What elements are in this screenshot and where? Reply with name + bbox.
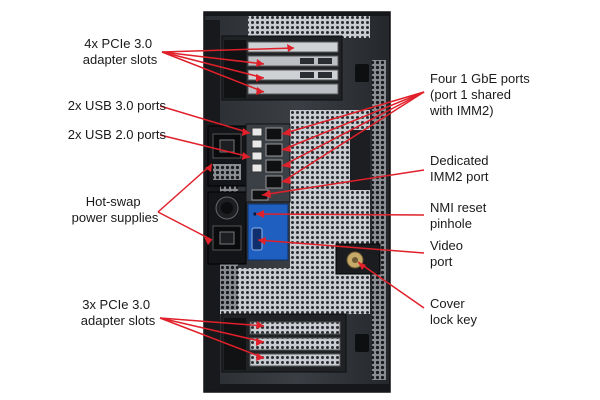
label-imm2-port: Dedicated IMM2 port — [430, 153, 492, 184]
label-video-port: Video port — [430, 238, 467, 269]
power-supplies — [207, 125, 247, 265]
label-nmi-reset: NMI reset pinhole — [430, 200, 490, 231]
gbe-port-1 — [265, 127, 283, 141]
label-usb3: 2x USB 3.0 ports — [68, 98, 167, 113]
pcie-slots-top — [221, 35, 369, 101]
usb2-port-2 — [251, 163, 263, 173]
gbe-port-2 — [265, 143, 283, 157]
gbe-port-4 — [265, 175, 283, 189]
io-panel — [245, 123, 291, 203]
label-usb2: 2x USB 2.0 ports — [68, 127, 167, 142]
vent-top — [248, 16, 370, 38]
label-pcie-top: 4x PCIe 3.0 adapter slots — [83, 36, 158, 67]
usb2-port-1 — [251, 151, 263, 161]
label-pcie-bottom: 3x PCIe 3.0 adapter slots — [81, 297, 156, 328]
gbe-port-3 — [265, 159, 283, 173]
label-cover-lock: Cover lock key — [430, 296, 477, 327]
vent-right — [372, 60, 386, 380]
leader-arrowheads — [204, 44, 366, 361]
label-gbe-ports: Four 1 GbE ports (port 1 shared with IMM… — [429, 71, 533, 118]
nmi-pinhole — [253, 212, 257, 216]
blue-panel — [247, 203, 289, 261]
usb3-port-2 — [251, 139, 263, 149]
usb3-port-1 — [251, 127, 263, 137]
label-power-supplies: Hot-swap power supplies — [72, 194, 159, 225]
slot-latch — [355, 64, 369, 82]
video-port — [251, 227, 263, 251]
leader-lines — [157, 47, 425, 359]
